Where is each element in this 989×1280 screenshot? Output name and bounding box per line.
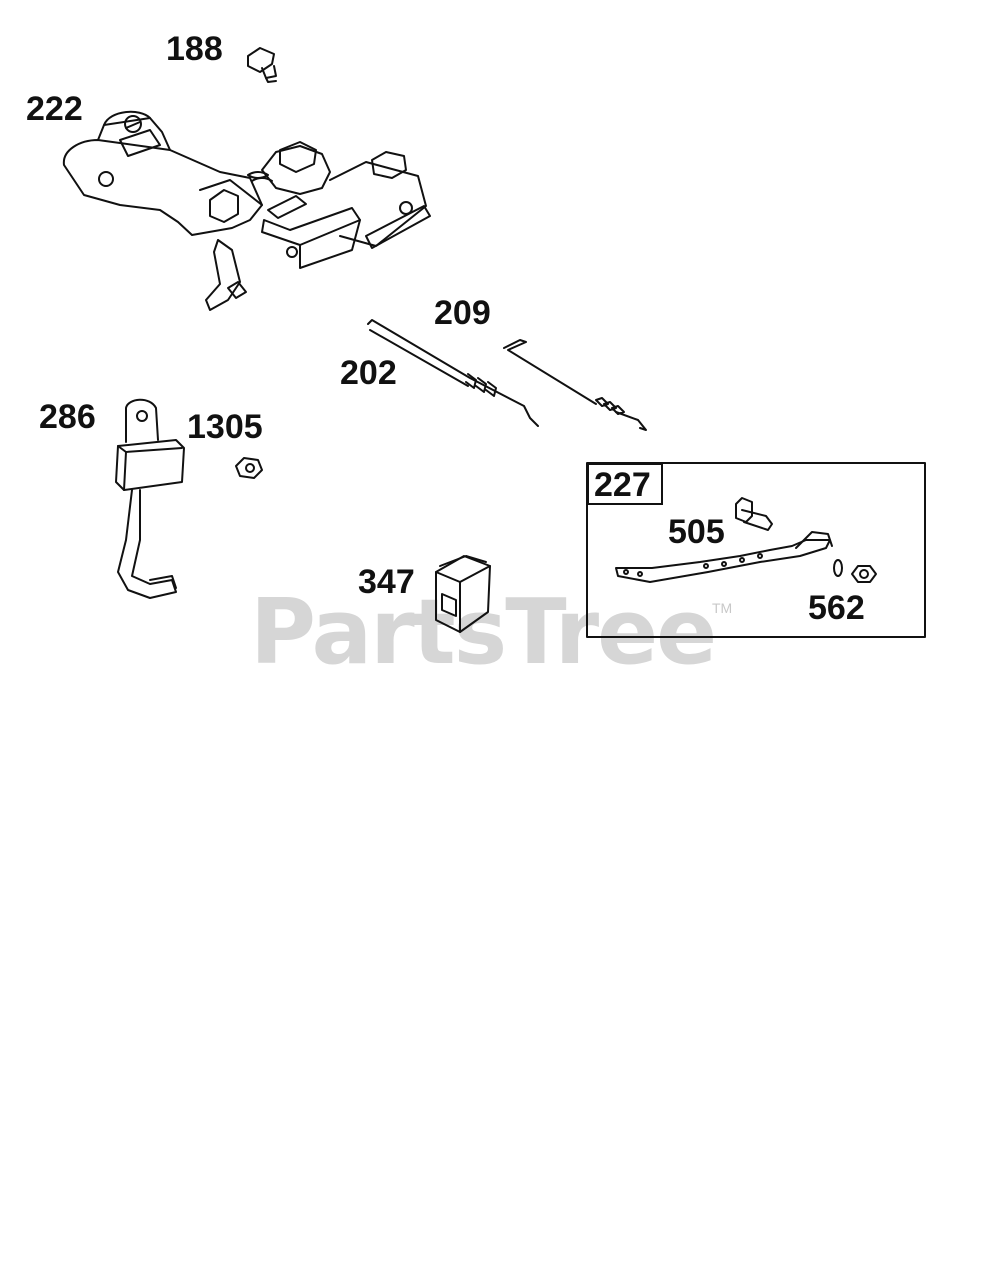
label-227: 227 [594, 466, 651, 504]
label-286: 286 [39, 398, 96, 436]
kit-227-label-box: 227 [587, 463, 663, 505]
label-202: 202 [340, 354, 397, 392]
watermark-text: PartsTree [250, 580, 717, 685]
part-347-switch [435, 555, 491, 633]
part-286-ignition-module [115, 398, 185, 599]
part-1305-screw [235, 457, 263, 479]
label-222: 222 [26, 90, 83, 128]
kit-227-box [586, 462, 926, 638]
part-209-spring-rod [503, 339, 647, 431]
label-562: 562 [808, 589, 865, 627]
part-202-link-rod [367, 319, 539, 427]
label-1305: 1305 [187, 408, 263, 446]
label-347: 347 [358, 563, 415, 601]
part-227-lever [615, 531, 833, 583]
label-209: 209 [434, 294, 491, 332]
watermark-trademark: TM [712, 600, 733, 616]
part-188-bolt [247, 47, 277, 83]
label-188: 188 [166, 30, 223, 68]
part-505-pin [735, 497, 773, 531]
part-222-control-plate [62, 110, 431, 311]
part-562-nut [833, 559, 877, 583]
label-505: 505 [668, 513, 725, 551]
